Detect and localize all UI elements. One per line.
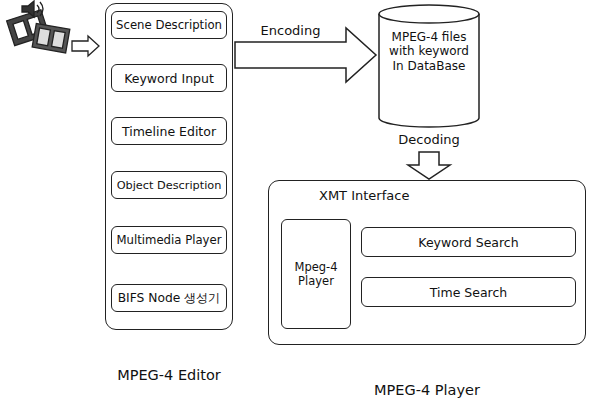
node-label: Timeline Editor — [122, 124, 216, 139]
node-label: Time Search — [430, 285, 508, 300]
module-box: Multimedia Player — [111, 226, 227, 254]
edge-label: Encoding — [259, 23, 323, 38]
node-label: Scene Description — [116, 18, 222, 32]
player-panel: XMT InterfaceMPEG-4 PlayerMpeg-4 PlayerK… — [268, 180, 586, 345]
module-box: Timeline Editor — [111, 117, 227, 145]
module-box: Object Description — [111, 171, 227, 199]
block-arrow — [408, 152, 450, 179]
sound-waves — [37, 2, 43, 16]
panel-caption: MPEG-4 Editor — [117, 367, 221, 383]
database-cylinder: MPEG-4 files with keyword In DataBase — [378, 4, 480, 128]
node-label: Keyword Input — [124, 71, 214, 86]
search-box: Keyword Search — [361, 227, 576, 257]
node-label: Mpeg-4 Player — [282, 260, 350, 289]
speaker-icon — [22, 1, 34, 17]
film-frame — [13, 21, 28, 40]
player-box: Mpeg-4 Player — [281, 219, 351, 329]
module-box: Keyword Input — [111, 64, 227, 92]
film-strip — [32, 23, 70, 53]
panel-caption: MPEG-4 Player — [374, 382, 480, 398]
edge-label: Decoding — [396, 132, 461, 147]
film-frame — [37, 28, 51, 46]
node-label: BIFS Node 생성기 — [118, 290, 221, 307]
node-label: Multimedia Player — [116, 233, 221, 247]
film-frame — [52, 31, 66, 49]
input-arrow — [72, 36, 99, 56]
panel-heading: XMT Interface — [319, 188, 409, 203]
cylinder-body — [379, 14, 479, 127]
cylinder-top — [379, 5, 479, 23]
node-label: MPEG-4 files with keyword In DataBase — [378, 30, 480, 73]
search-box: Time Search — [361, 277, 576, 307]
node-label: Keyword Search — [418, 235, 518, 250]
module-box: BIFS Node 생성기 — [111, 284, 227, 312]
node-label: Object Description — [117, 179, 222, 192]
module-box: Scene Description — [111, 11, 227, 39]
editor-panel: MPEG-4 EditorScene DescriptionKeyword In… — [105, 3, 233, 330]
media-icon — [7, 1, 99, 56]
